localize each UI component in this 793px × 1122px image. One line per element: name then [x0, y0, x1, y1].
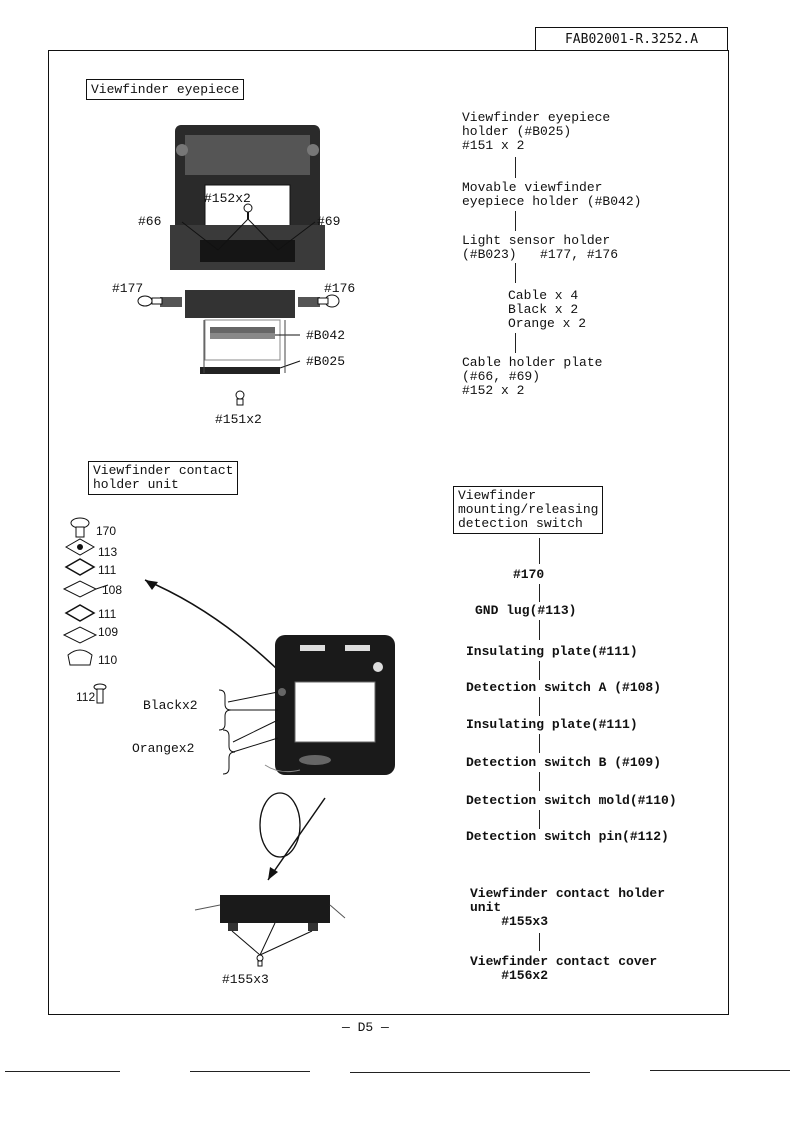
contact-parts-exploded-illustration — [62, 517, 109, 704]
callout-b025: #B025 — [306, 354, 346, 369]
callout-b042: #B042 — [306, 328, 346, 343]
eyepiece-step-1: Viewfinder eyepiece holder (#B025) #151 … — [462, 110, 611, 153]
callout-177: #177 — [112, 281, 144, 296]
flow-connector — [539, 620, 540, 640]
switch-step-mold: Detection switch mold(#110) — [466, 793, 677, 808]
part-170: 170 — [96, 524, 117, 538]
scan-divider — [5, 1071, 120, 1072]
switch-step-insulating-1: Insulating plate(#111) — [466, 644, 638, 659]
switch-step-switch-b: Detection switch B (#109) — [466, 755, 662, 770]
flow-connector — [539, 697, 540, 716]
wire-label-black: Blackx2 — [143, 698, 198, 713]
flow-connector — [515, 211, 516, 231]
page-frame — [48, 50, 729, 1015]
scan-divider — [190, 1071, 310, 1072]
scan-divider — [350, 1072, 590, 1073]
callout-176: #176 — [324, 281, 356, 296]
flow-connector — [539, 538, 540, 564]
flow-connector — [515, 263, 516, 283]
screw-label-155: #155x3 — [222, 972, 269, 987]
flow-connector — [539, 734, 540, 753]
switch-step-gnd-lug: GND lug(#113) — [475, 603, 577, 618]
switch-step-pin: Detection switch pin(#112) — [466, 829, 669, 844]
flow-connector — [539, 661, 540, 680]
flow-connector — [515, 333, 516, 353]
flow-connector — [539, 933, 540, 951]
switch-step-insulating-2: Insulating plate(#111) — [466, 717, 638, 732]
flow-connector — [539, 810, 540, 829]
section-title-contact-holder: Viewfinder contact holder unit — [88, 461, 239, 495]
switch-step-170: #170 — [513, 567, 545, 582]
unit-step-cover: Viewfinder contact cover #156x2 — [470, 954, 658, 983]
unit-step-holder: Viewfinder contact holder unit #155x3 — [470, 886, 666, 929]
eyepiece-step-3: Light sensor holder (#B023) #177, #176 — [462, 233, 619, 262]
wire-label-orange: Orangex2 — [132, 741, 195, 756]
page-number: — D5 — — [342, 1020, 389, 1035]
part-111-b: 111 — [98, 607, 117, 621]
part-110: 110 — [98, 653, 118, 667]
switch-step-switch-a: Detection switch A (#108) — [466, 680, 662, 695]
callout-66: #66 — [138, 214, 162, 229]
callout-151: #151x2 — [215, 412, 262, 427]
eyepiece-exploded-illustration — [137, 125, 340, 406]
part-109: 109 — [98, 625, 119, 639]
scan-divider — [650, 1070, 790, 1071]
callout-152: #152x2 — [204, 191, 251, 206]
flow-connector — [515, 157, 516, 178]
flow-connector — [539, 772, 540, 791]
eyepiece-step-2: Movable viewfinder eyepiece holder (#B04… — [462, 180, 642, 209]
detection-switch-title: Viewfinder mounting/releasing detection … — [453, 486, 604, 534]
callout-69: #69 — [317, 214, 341, 229]
contact-holder-illustration — [144, 579, 395, 967]
part-112: 112 — [76, 690, 96, 704]
part-113: 113 — [98, 545, 118, 559]
eyepiece-step-5: Cable holder plate (#66, #69) #152 x 2 — [462, 355, 603, 398]
flow-connector — [539, 584, 540, 602]
document-id: FAB02001-R.3252.A — [535, 27, 728, 51]
part-108: 108 — [102, 583, 123, 597]
eyepiece-step-4: Cable x 4 Black x 2 Orange x 2 — [508, 288, 587, 331]
section-title-eyepiece: Viewfinder eyepiece — [86, 79, 245, 100]
part-111-a: 111 — [98, 563, 117, 577]
